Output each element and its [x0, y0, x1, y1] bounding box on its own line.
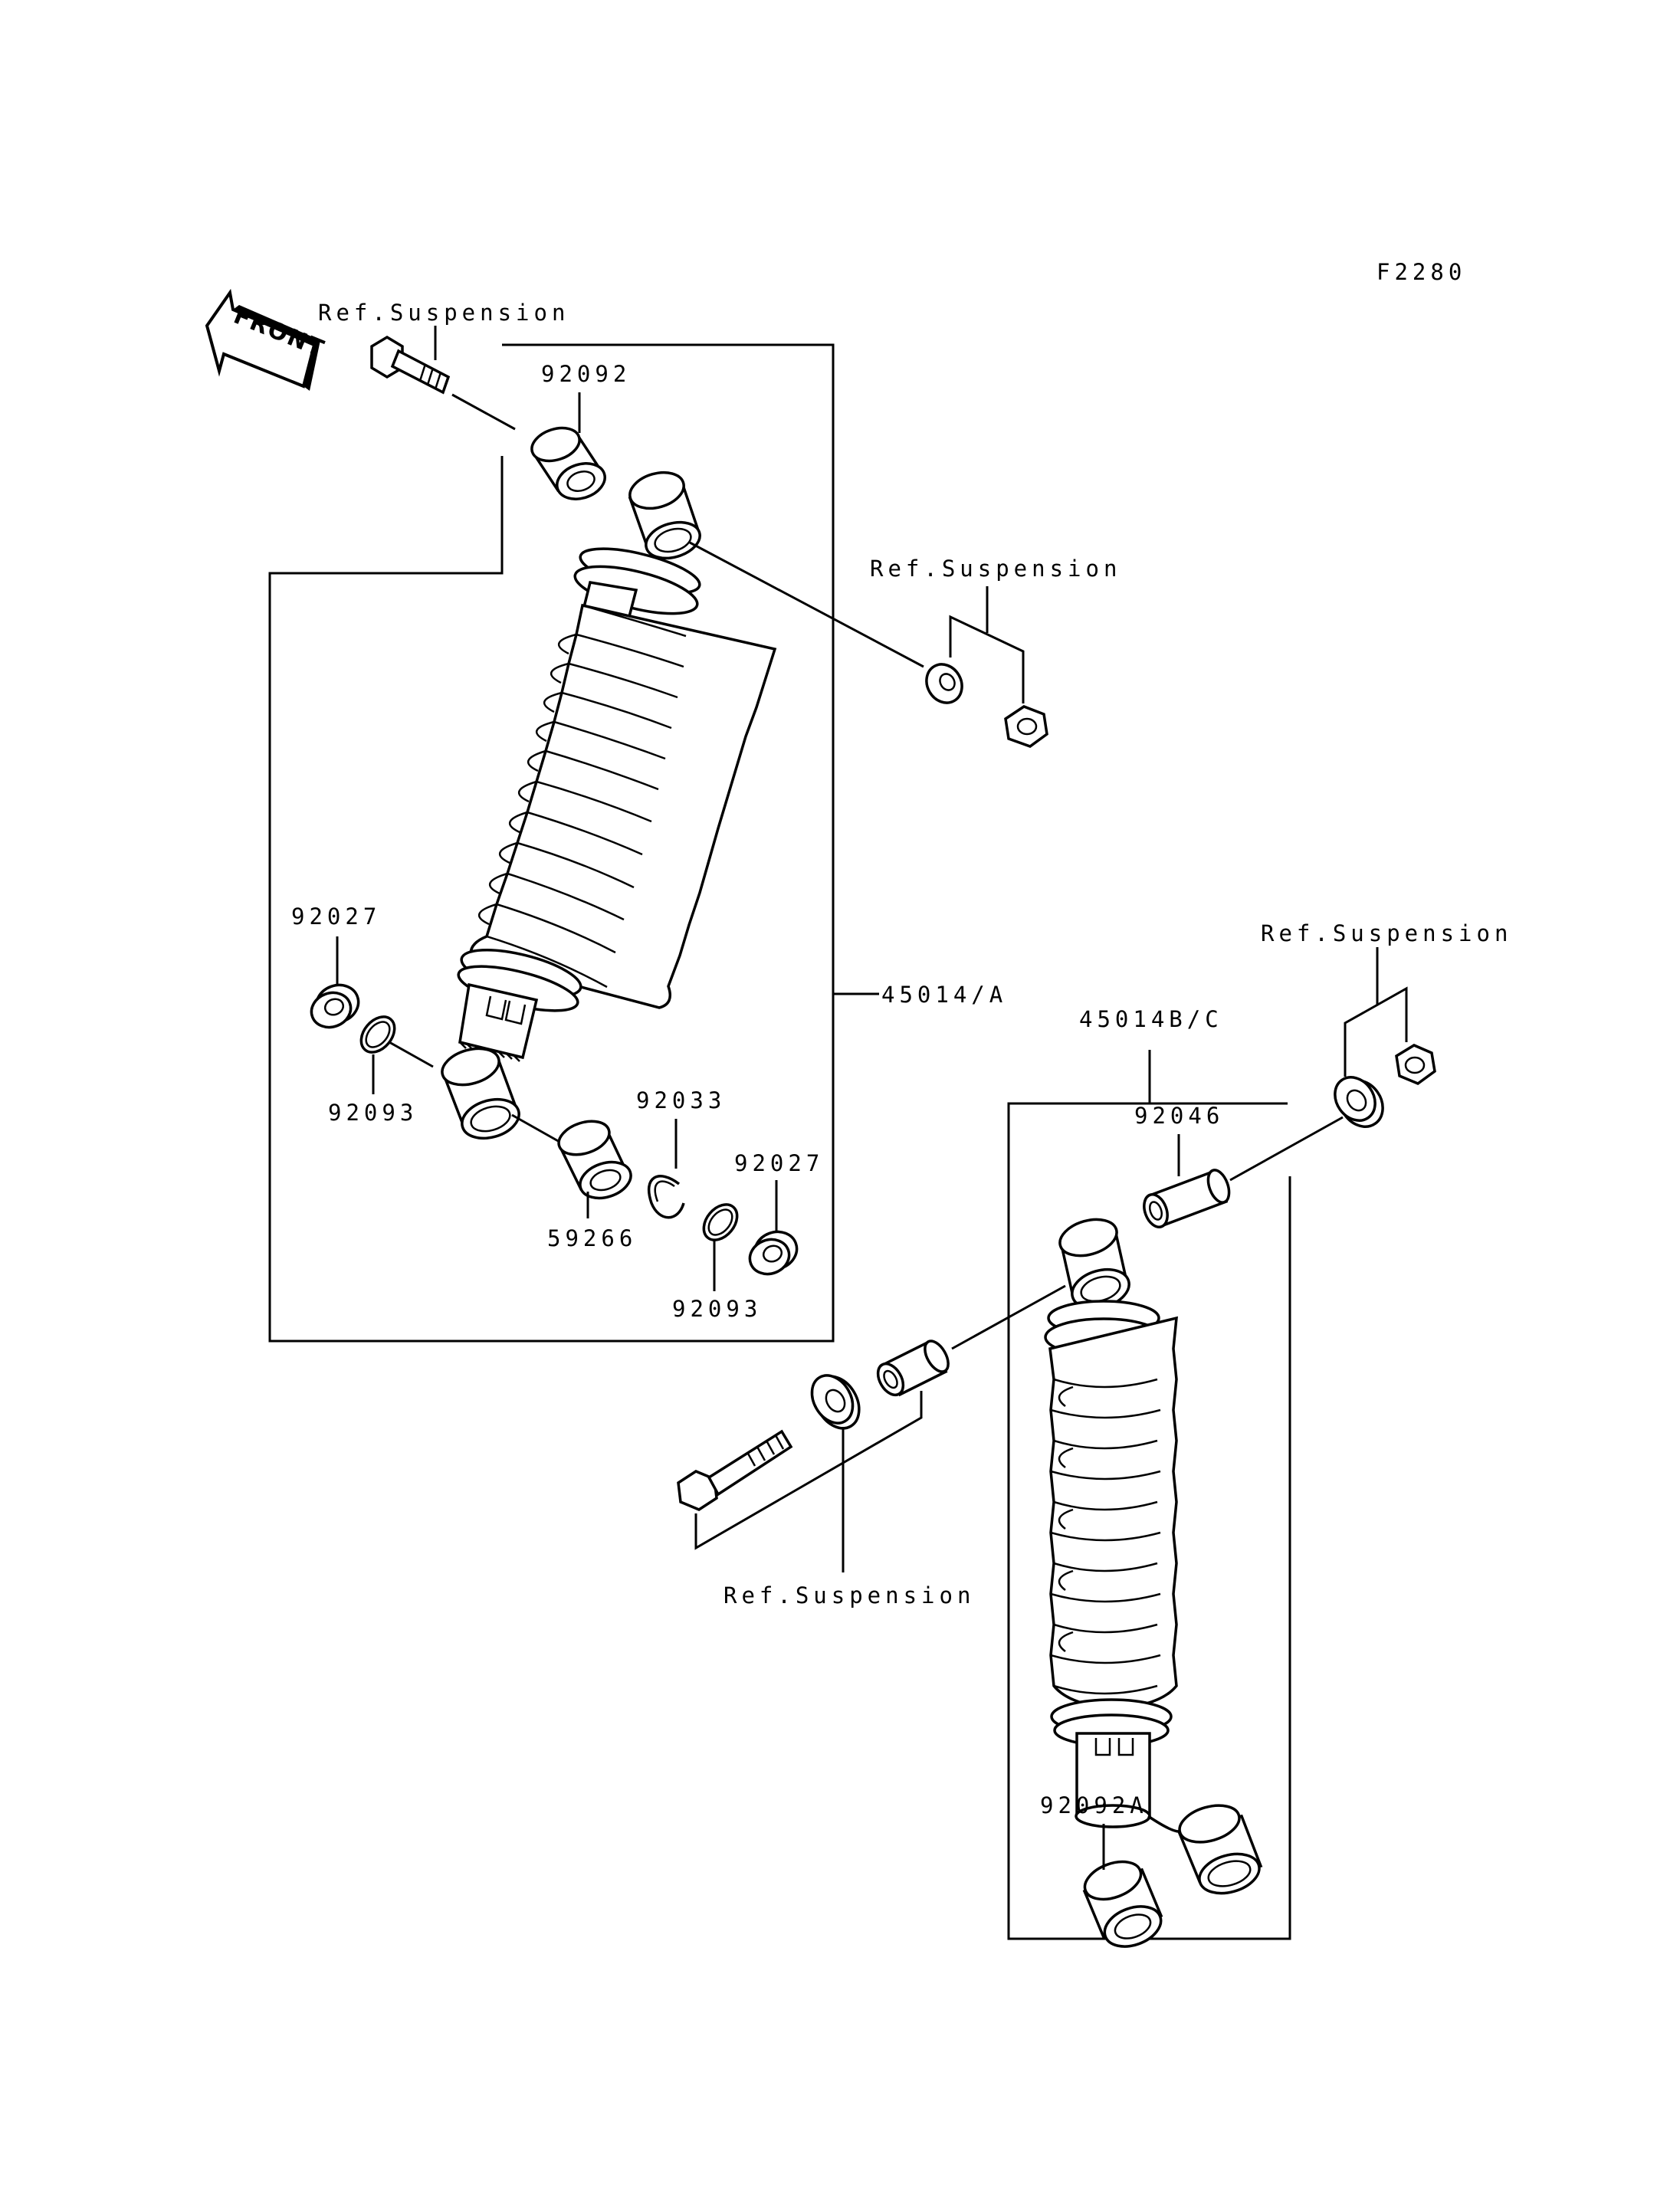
part-92027-right-label: 92027: [734, 1150, 824, 1176]
part-92033-label: 92033: [636, 1087, 726, 1113]
ref-suspension-top-bolt: Ref.Suspension: [318, 300, 569, 326]
group-box-45014a: [268, 343, 835, 1343]
ref-suspension-far-right: Ref.Suspension: [1261, 920, 1512, 946]
upper-bolt: [370, 335, 451, 395]
lower-washer: [810, 1374, 861, 1430]
rear-shock-absorber-bc: [1044, 1218, 1263, 1895]
collar-92027-left: [310, 983, 360, 1029]
far-right-collar: [1334, 1076, 1384, 1128]
group-box-45014bc: [1007, 1102, 1291, 1940]
ring-92093-left: [359, 1015, 396, 1054]
ring-92093-lower: [702, 1203, 739, 1241]
ref-suspension-lower-middle: Ref.Suspension: [724, 1582, 975, 1608]
part-92046-label: 92046: [1134, 1103, 1224, 1129]
bushing-59266: [557, 1120, 632, 1200]
part-92093-left-label: 92093: [328, 1100, 418, 1126]
upper-right-washer: [925, 663, 963, 704]
bushing-92092: [530, 426, 606, 500]
part-92092a-label: 92092A: [1040, 1792, 1148, 1818]
far-right-nut: [1395, 1044, 1436, 1085]
lower-bolt: [677, 1429, 793, 1511]
part-45014a-label: 45014/A: [881, 982, 1007, 1008]
lower-sleeve: [876, 1340, 950, 1397]
sleeve-92046: [1143, 1169, 1231, 1228]
front-arrow-icon: FRONT: [205, 288, 329, 391]
part-92027-left-label: 92027: [291, 903, 381, 930]
figure-code: F2280: [1376, 259, 1466, 285]
upper-right-nut: [1004, 705, 1048, 748]
bushing-92092a: [1082, 1860, 1163, 1948]
collar-92027-right: [748, 1230, 799, 1276]
part-59266-label: 59266: [547, 1225, 637, 1251]
circlip-92033: [647, 1175, 685, 1219]
part-92092-label: 92092: [541, 361, 631, 387]
rear-shock-absorber-a: [441, 471, 777, 1140]
ref-suspension-upper-right: Ref.Suspension: [870, 556, 1121, 582]
part-92093-lower-label: 92093: [672, 1296, 762, 1322]
part-45014bc-label: 45014B/C: [1079, 1006, 1223, 1032]
